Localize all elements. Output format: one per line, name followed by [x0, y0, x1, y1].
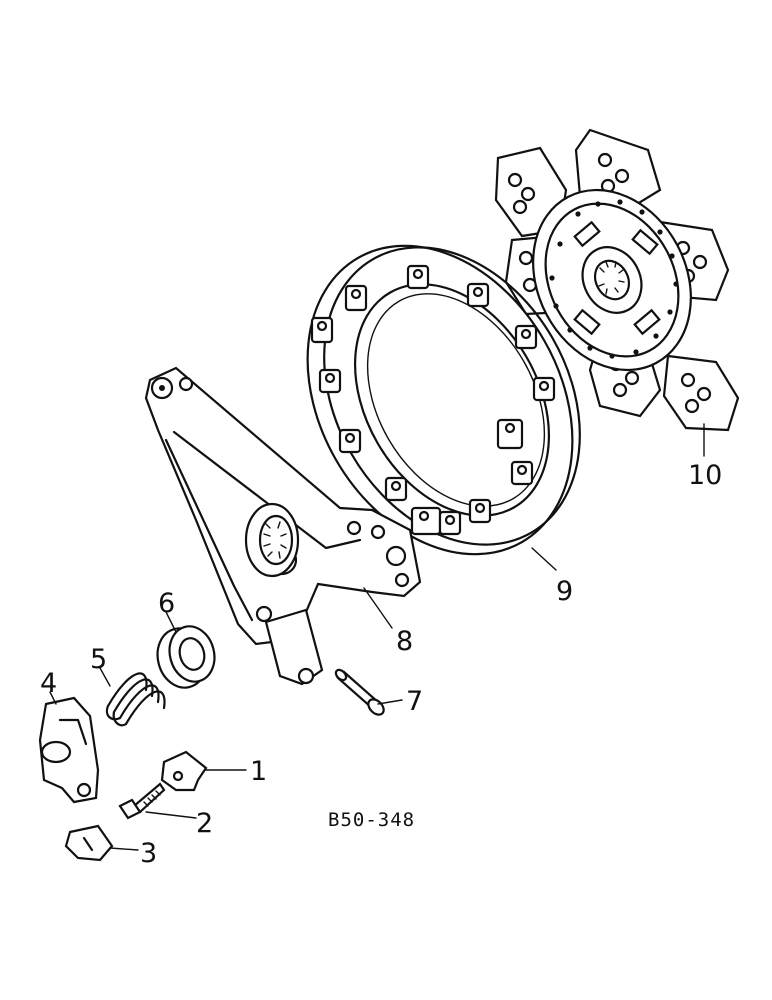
callout-7: 7	[406, 686, 423, 717]
release-fork-icon	[38, 696, 100, 804]
clutch-disc-icon	[494, 128, 740, 432]
clip-retainer-icon	[160, 750, 208, 792]
bushing-icon	[156, 625, 216, 689]
callout-1: 1	[250, 756, 267, 787]
callout-8: 8	[396, 626, 413, 657]
callout-6: 6	[158, 588, 175, 619]
callout-2: 2	[196, 808, 213, 839]
clip-icon	[64, 824, 114, 862]
clutch-lever-bracket-icon	[144, 366, 422, 686]
friction-pad-bottom-right	[662, 354, 740, 432]
pressure-plate-housing-icon	[306, 244, 581, 556]
callout-4: 4	[40, 668, 57, 699]
callout-9: 9	[556, 576, 573, 607]
callout-3: 3	[140, 838, 157, 869]
callout-10: 10	[688, 460, 722, 491]
callout-5: 5	[90, 644, 107, 675]
bolt-icon	[118, 782, 166, 820]
pin-icon	[334, 668, 385, 716]
leader-lines	[49, 423, 705, 851]
coil-spring-icon	[105, 672, 166, 727]
reference-code: B50-348	[328, 809, 415, 831]
